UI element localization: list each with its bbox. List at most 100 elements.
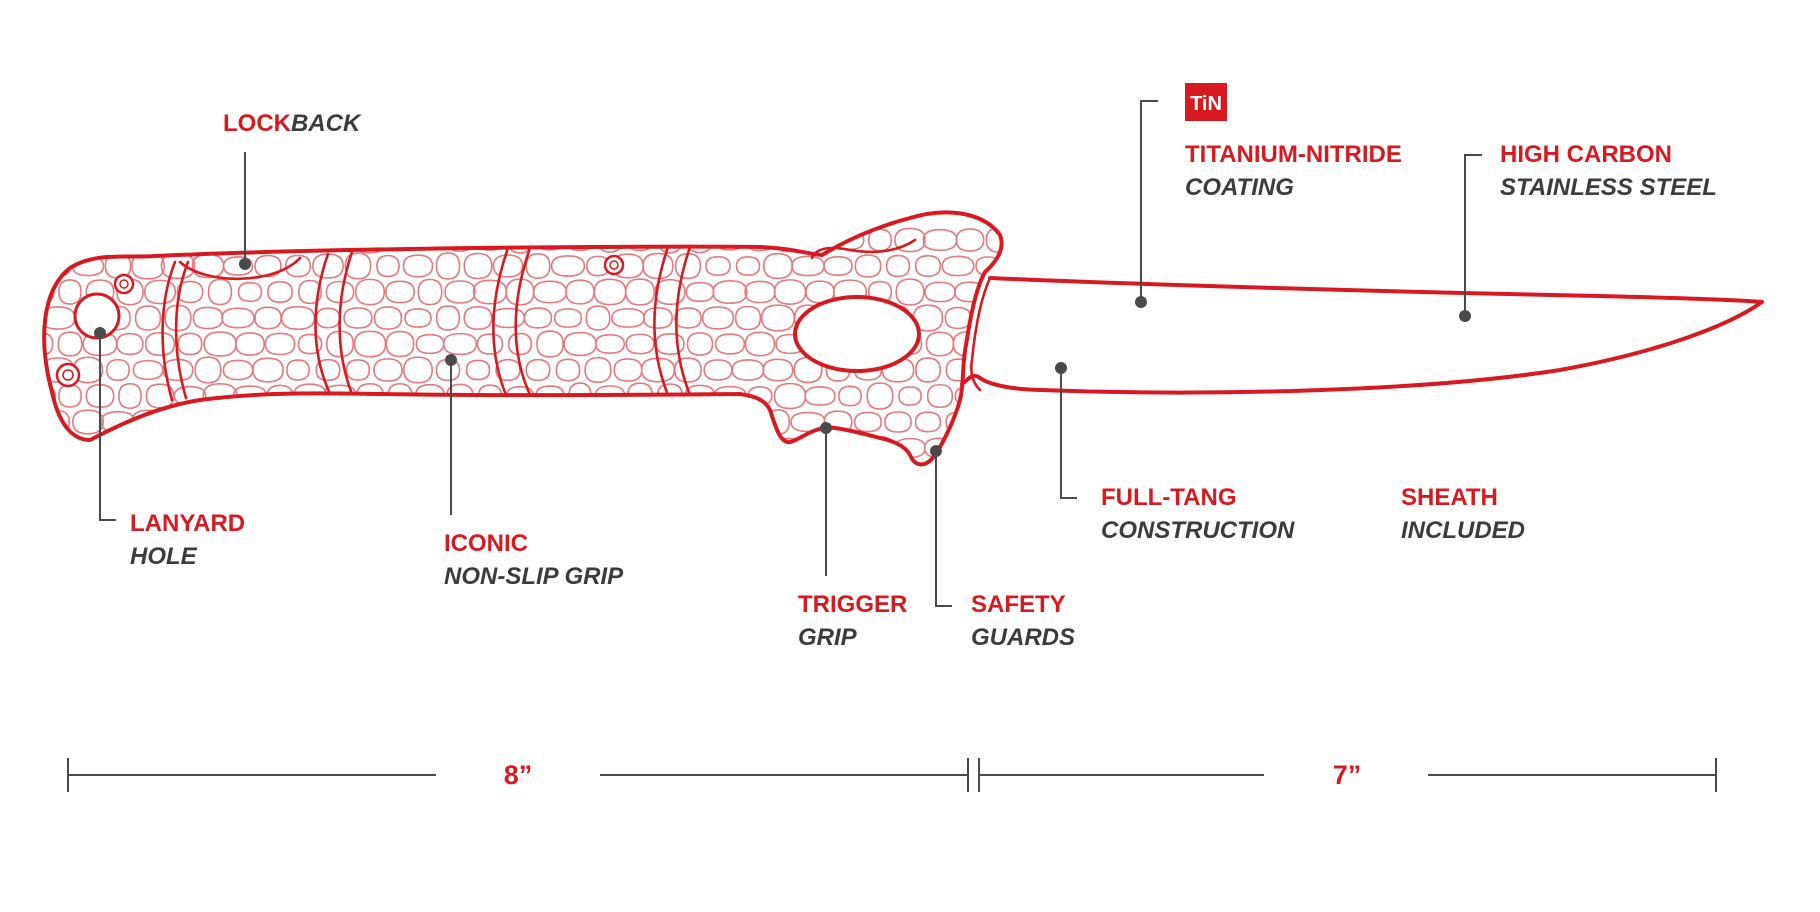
grip-scale	[58, 279, 82, 305]
grip-scale	[731, 359, 765, 381]
grip-scale	[838, 385, 862, 407]
label-trigger-sub: GRIP	[798, 624, 858, 651]
grip-scale	[385, 280, 415, 304]
grip-scale	[507, 332, 533, 356]
grip-scale	[793, 356, 823, 384]
label-fulltang-title: FULL-TANG	[1101, 484, 1237, 511]
grip-scale	[435, 358, 461, 382]
grip-scale	[563, 331, 597, 357]
handle-pin-1-inner	[119, 279, 129, 289]
grip-scale	[327, 230, 353, 250]
grip-scale	[1033, 412, 1063, 431]
grip-scale	[267, 280, 293, 304]
grip-scale	[490, 307, 526, 329]
grip-scale	[442, 332, 478, 356]
grip-scale	[957, 434, 983, 462]
grip-scale	[505, 434, 535, 462]
grip-scale	[57, 331, 83, 357]
grip-scale	[1032, 306, 1063, 330]
grip-scale	[683, 437, 717, 459]
grip-scale	[987, 334, 1002, 354]
grip-scale	[656, 437, 684, 459]
grip-band-4b	[675, 245, 692, 397]
grip-scale	[354, 278, 386, 306]
grip-scale	[686, 332, 714, 356]
dim-blade-label: 7”	[1333, 760, 1362, 790]
grip-scale	[222, 256, 254, 276]
grip-scale	[222, 359, 254, 381]
grip-scale	[922, 228, 958, 252]
grip-scale	[611, 308, 645, 328]
grip-scale	[204, 437, 236, 459]
grip-scale	[58, 384, 82, 408]
grip-scale	[1003, 257, 1032, 276]
grip-scale	[297, 437, 323, 459]
grip-scale	[132, 359, 164, 381]
grip-scale	[164, 304, 192, 332]
grip-scale	[254, 306, 282, 330]
grip-scale	[1000, 305, 1002, 331]
leader-safety	[935, 451, 952, 607]
label-fulltang-sub: CONSTRUCTION	[1101, 517, 1295, 544]
grip-scale	[924, 281, 956, 303]
handle-outline	[42, 210, 1004, 467]
grip-scale	[314, 411, 342, 433]
grip-scale	[555, 358, 581, 382]
grip-scale	[735, 256, 761, 276]
grip-scale	[914, 357, 942, 383]
grip-scale	[597, 435, 623, 461]
grip-scale	[494, 410, 522, 434]
grip-band-3b	[514, 246, 532, 397]
grip-scale	[685, 281, 715, 303]
tin-badge: TiN	[1185, 83, 1227, 121]
grip-scale	[703, 359, 733, 381]
grip-scale	[1018, 437, 1042, 460]
leader-dot-safety	[930, 445, 942, 457]
grip-scale	[914, 411, 942, 433]
grip-scale	[353, 330, 387, 358]
grip-scale	[1016, 229, 1043, 251]
grip-scale	[444, 280, 476, 304]
grip-scale	[525, 253, 551, 279]
label-lanyard-title: LANYARD	[130, 510, 245, 537]
handle-pin-3	[603, 254, 625, 276]
grip-scale	[252, 357, 284, 383]
leader-dot-carbon	[1459, 310, 1471, 322]
dim-handle-label: 8”	[504, 760, 533, 790]
grip-scale	[237, 281, 263, 303]
grip-scale	[416, 435, 444, 461]
grip-scale	[914, 255, 942, 277]
grip-scale	[294, 228, 326, 252]
label-lanyard-sub: HOLE	[130, 543, 198, 570]
grip-scale	[1035, 257, 1062, 276]
grip-band-2b	[338, 250, 354, 396]
grip-scale	[343, 307, 373, 329]
grip-scale	[57, 435, 83, 461]
grip-scale	[804, 386, 836, 406]
grip-scale	[622, 434, 658, 462]
grip-scale	[284, 254, 312, 278]
grip-scale	[176, 280, 204, 304]
label-tin-sub: COATING	[1185, 174, 1294, 201]
grip-scale	[85, 384, 115, 408]
grip-scale	[145, 383, 175, 409]
grip-scale	[686, 226, 714, 254]
label-lockback-red: LOCK	[223, 110, 292, 137]
grip-scale	[286, 359, 310, 381]
tin-badge-text: TiN	[1190, 93, 1222, 115]
grip-scale	[674, 307, 702, 329]
grip-scale	[674, 357, 702, 383]
grip-scale	[252, 409, 284, 435]
grip-band-2	[314, 252, 332, 396]
grip-scale	[562, 438, 598, 458]
grip-scale	[71, 409, 105, 435]
label-iconic-sub: NON-SLIP GRIP	[444, 563, 624, 590]
grip-scale	[593, 278, 627, 306]
grip-scale	[264, 229, 296, 251]
grip-scale	[143, 279, 177, 305]
grip-scale	[143, 434, 177, 462]
grip-scale	[161, 412, 195, 432]
leader-dot-fulltang	[1055, 362, 1067, 374]
grip-scale	[642, 252, 674, 280]
